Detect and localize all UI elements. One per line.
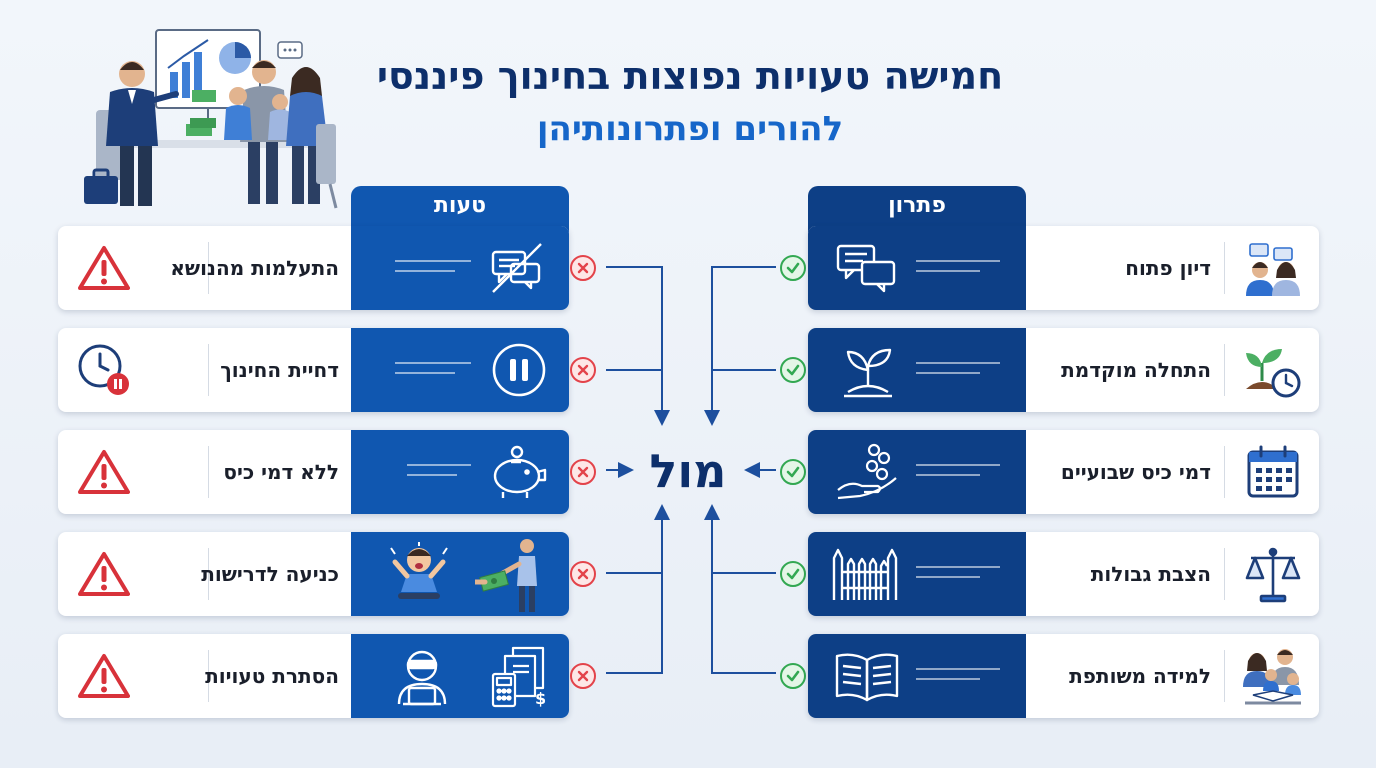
mistake-card: כניעה לדרישות bbox=[58, 532, 569, 616]
piggy-bank-icon bbox=[487, 444, 549, 504]
error-mark-icon bbox=[570, 663, 596, 689]
mistake-label: ללא דמי כיס bbox=[223, 460, 339, 484]
warning-icon bbox=[58, 226, 150, 310]
success-mark-icon bbox=[780, 561, 806, 587]
solution-card: הצבת גבולות bbox=[808, 532, 1319, 616]
solution-card: דיון פתוח bbox=[808, 226, 1319, 310]
success-mark-icon bbox=[780, 255, 806, 281]
success-mark-icon bbox=[780, 663, 806, 689]
hidden-person-icon bbox=[391, 646, 453, 712]
warning-icon bbox=[58, 634, 150, 718]
solution-label: דמי כיס שבועיים bbox=[1060, 460, 1211, 484]
main-title: חמישה טעויות נפוצות בחינוך פיננסי bbox=[376, 54, 1004, 98]
solution-card: למידה משותפת bbox=[808, 634, 1319, 718]
error-mark-icon bbox=[570, 561, 596, 587]
warning-icon bbox=[58, 532, 150, 616]
family-learning-icon bbox=[1227, 634, 1319, 718]
mistake-label: התעלמות מהנושא bbox=[170, 256, 339, 280]
success-mark-icon bbox=[780, 357, 806, 383]
mistake-card: התעלמות מהנושא bbox=[58, 226, 569, 310]
mistake-card: הסתרת טעויות $ bbox=[58, 634, 569, 718]
mistake-label: דחיית החינוך bbox=[220, 358, 339, 382]
sprout-icon bbox=[838, 340, 898, 404]
financial-documents-icon: $ bbox=[491, 644, 553, 714]
warning-icon bbox=[58, 430, 150, 514]
tantrum-child-icon bbox=[387, 542, 451, 612]
people-talking-icon bbox=[1227, 226, 1319, 310]
chat-bubbles-icon bbox=[834, 240, 900, 300]
scales-icon bbox=[1227, 532, 1319, 616]
solution-card: דמי כיס שבועיים bbox=[808, 430, 1319, 514]
error-mark-icon bbox=[570, 459, 596, 485]
error-mark-icon bbox=[570, 255, 596, 281]
muted-chat-icon bbox=[487, 240, 547, 300]
connector-lines bbox=[606, 266, 776, 674]
solution-label: הצבת גבולות bbox=[1090, 562, 1211, 586]
solution-label: דיון פתוח bbox=[1125, 256, 1211, 280]
clock-pause-icon bbox=[58, 328, 150, 412]
versus-label: מול bbox=[649, 444, 727, 498]
mistake-card: דחיית החינוך bbox=[58, 328, 569, 412]
mistake-label: כניעה לדרישות bbox=[201, 562, 339, 586]
solution-label: למידה משותפת bbox=[1069, 664, 1211, 688]
hand-coins-icon bbox=[834, 440, 902, 508]
calendar-icon bbox=[1227, 430, 1319, 514]
fence-icon bbox=[828, 544, 902, 608]
handing-money-icon bbox=[472, 536, 551, 616]
success-mark-icon bbox=[780, 459, 806, 485]
subtitle: להורים ופתרונותיהן bbox=[536, 109, 844, 149]
hero-illustration bbox=[80, 24, 350, 216]
solution-card: התחלה מוקדמת bbox=[808, 328, 1319, 412]
svg-text:$: $ bbox=[535, 689, 546, 708]
open-book-icon bbox=[832, 648, 902, 708]
mistake-card: ללא דמי כיס bbox=[58, 430, 569, 514]
error-mark-icon bbox=[570, 357, 596, 383]
solution-label: התחלה מוקדמת bbox=[1061, 358, 1211, 382]
sprout-clock-icon bbox=[1227, 328, 1319, 412]
mistake-label: הסתרת טעויות bbox=[205, 664, 339, 688]
pause-icon bbox=[491, 342, 547, 402]
